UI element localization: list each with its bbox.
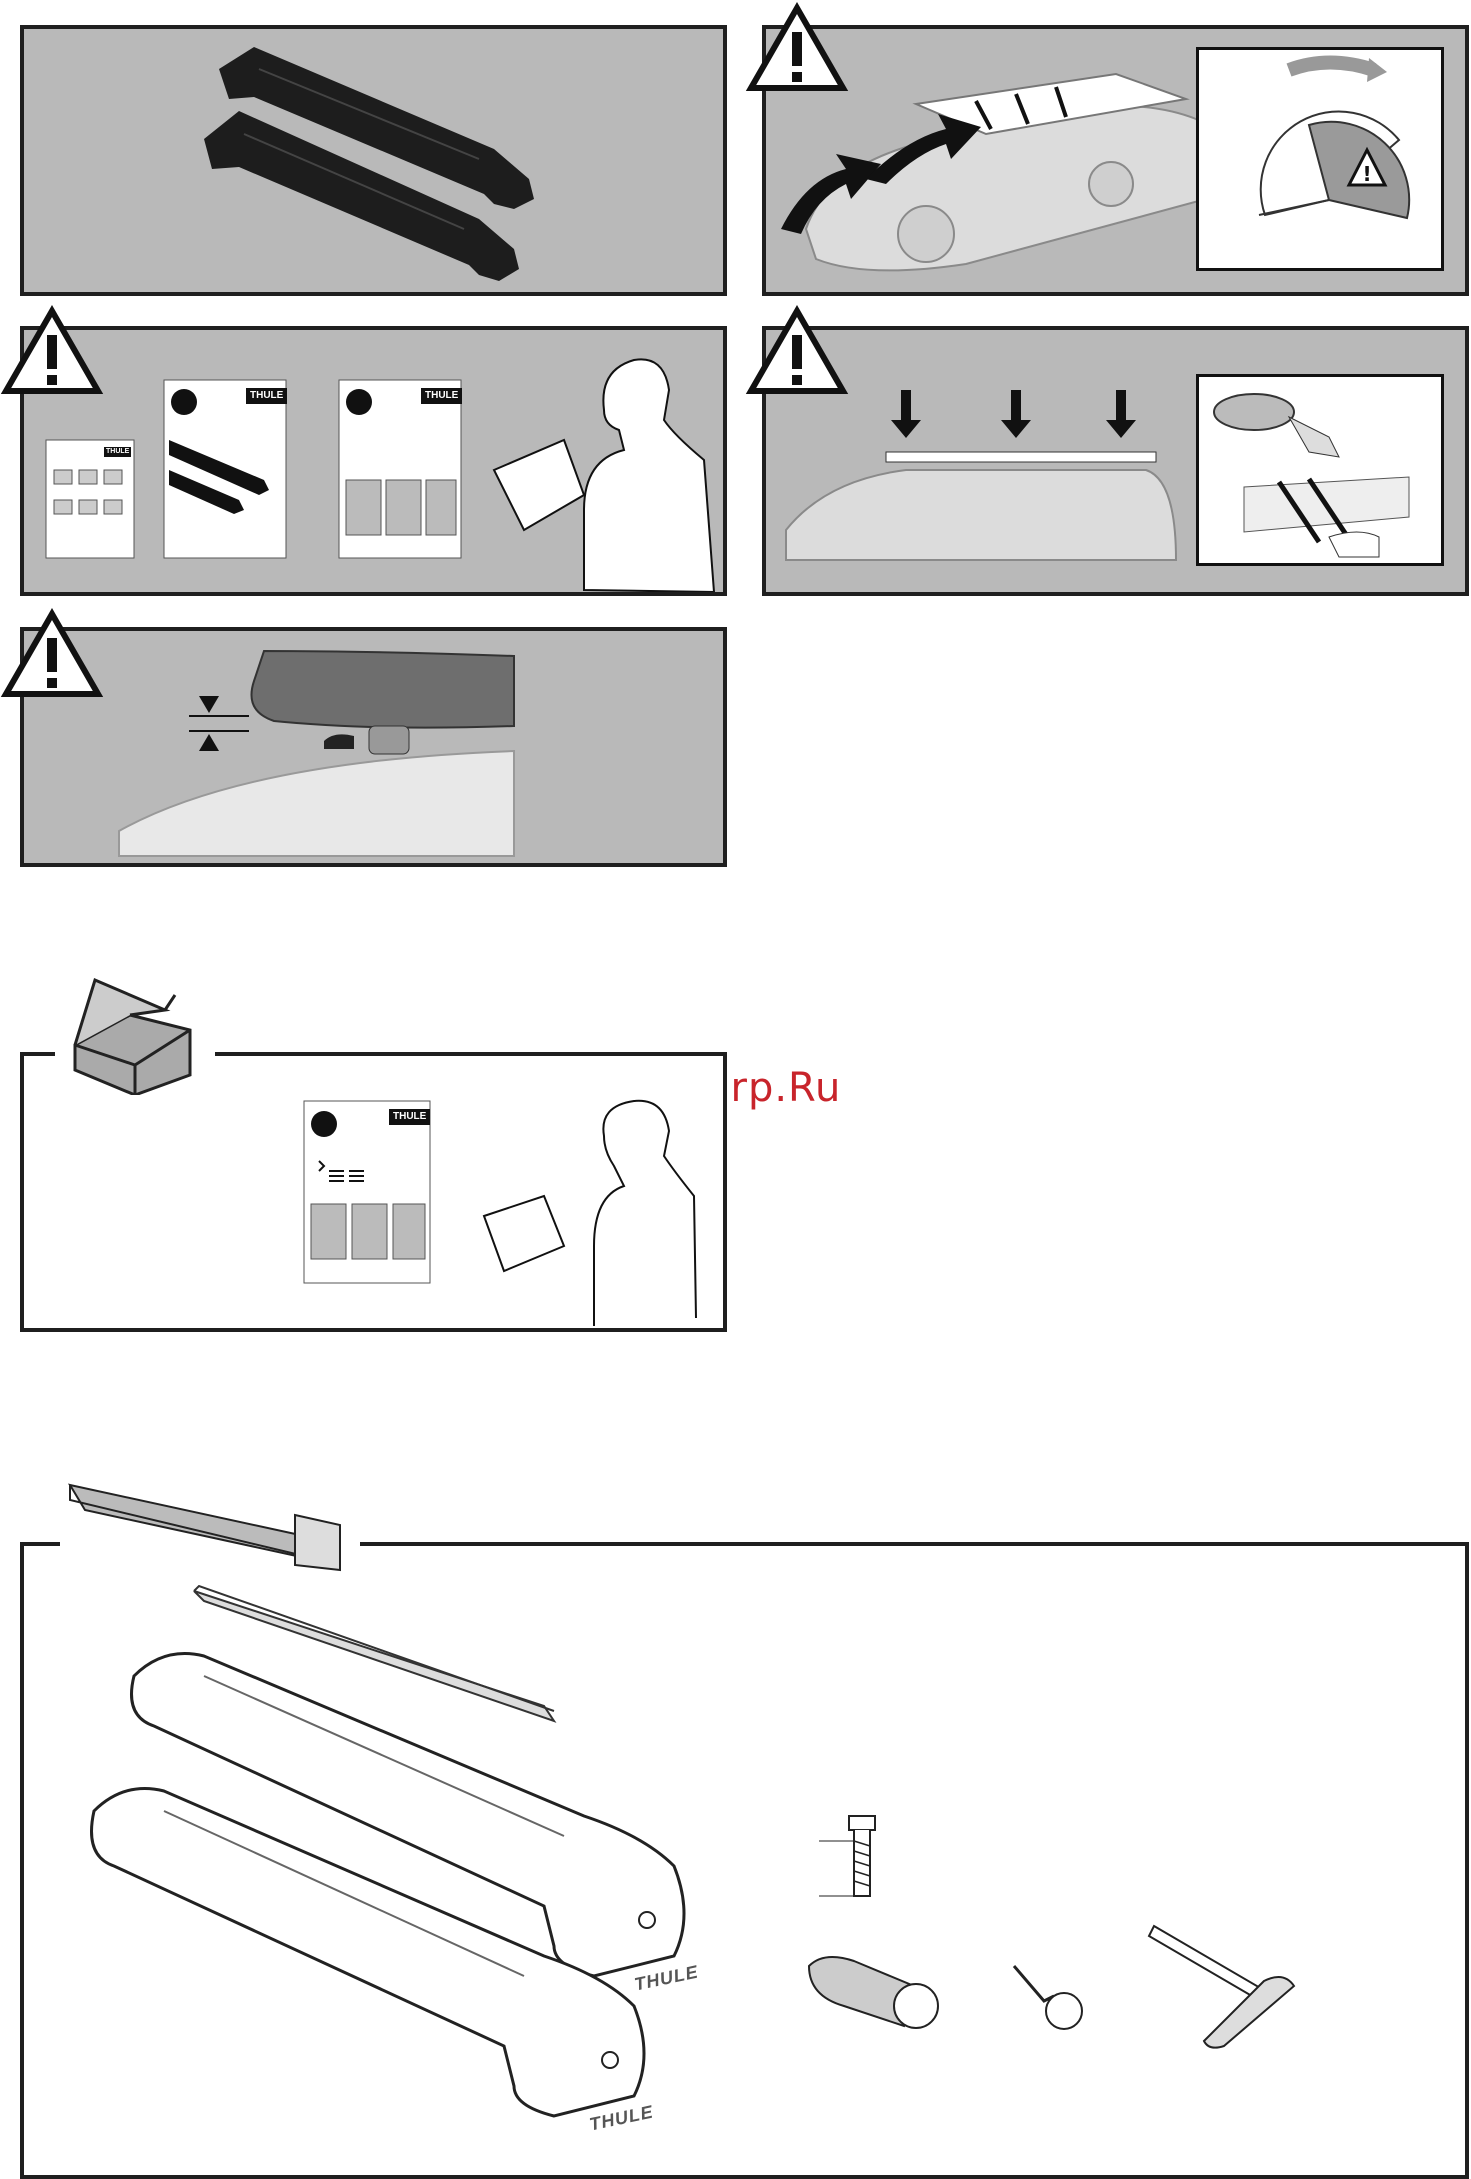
strap-detail-box [1196,374,1444,566]
instructions-documents-illustration [24,330,723,592]
speedometer-illustration: ! [1199,50,1441,268]
warning-triangle-icon [0,305,104,397]
panel-load-distribution [762,326,1469,596]
panel-kit-parts: THULE THULE [20,1542,1469,2179]
strap-illustration [1199,377,1441,563]
thule-badge: THULE [104,447,131,457]
fairing-part [60,1475,360,1585]
warning-triangle-icon [745,2,849,94]
package-box-icon [55,970,215,1095]
panel-load-speed: ! [762,25,1469,296]
speedometer-box: ! [1196,47,1444,271]
svg-text:!: ! [1362,162,1371,186]
thule-badge: THULE [246,388,287,404]
kit-parts-illustration [24,1546,1465,2175]
panel-roof-bars [20,25,727,296]
panel-read-instructions: THULE THULE THULE [20,326,727,596]
roof-bars-illustration [24,29,723,292]
roof-box-clearance-illustration [24,631,723,863]
thule-badge: THULE [421,388,462,404]
panel-box-clearance [20,627,727,867]
manual-reading-illustration [24,1056,723,1328]
warning-triangle-icon [0,608,104,700]
thule-badge: THULE [389,1109,430,1125]
warning-triangle-icon [745,305,849,397]
